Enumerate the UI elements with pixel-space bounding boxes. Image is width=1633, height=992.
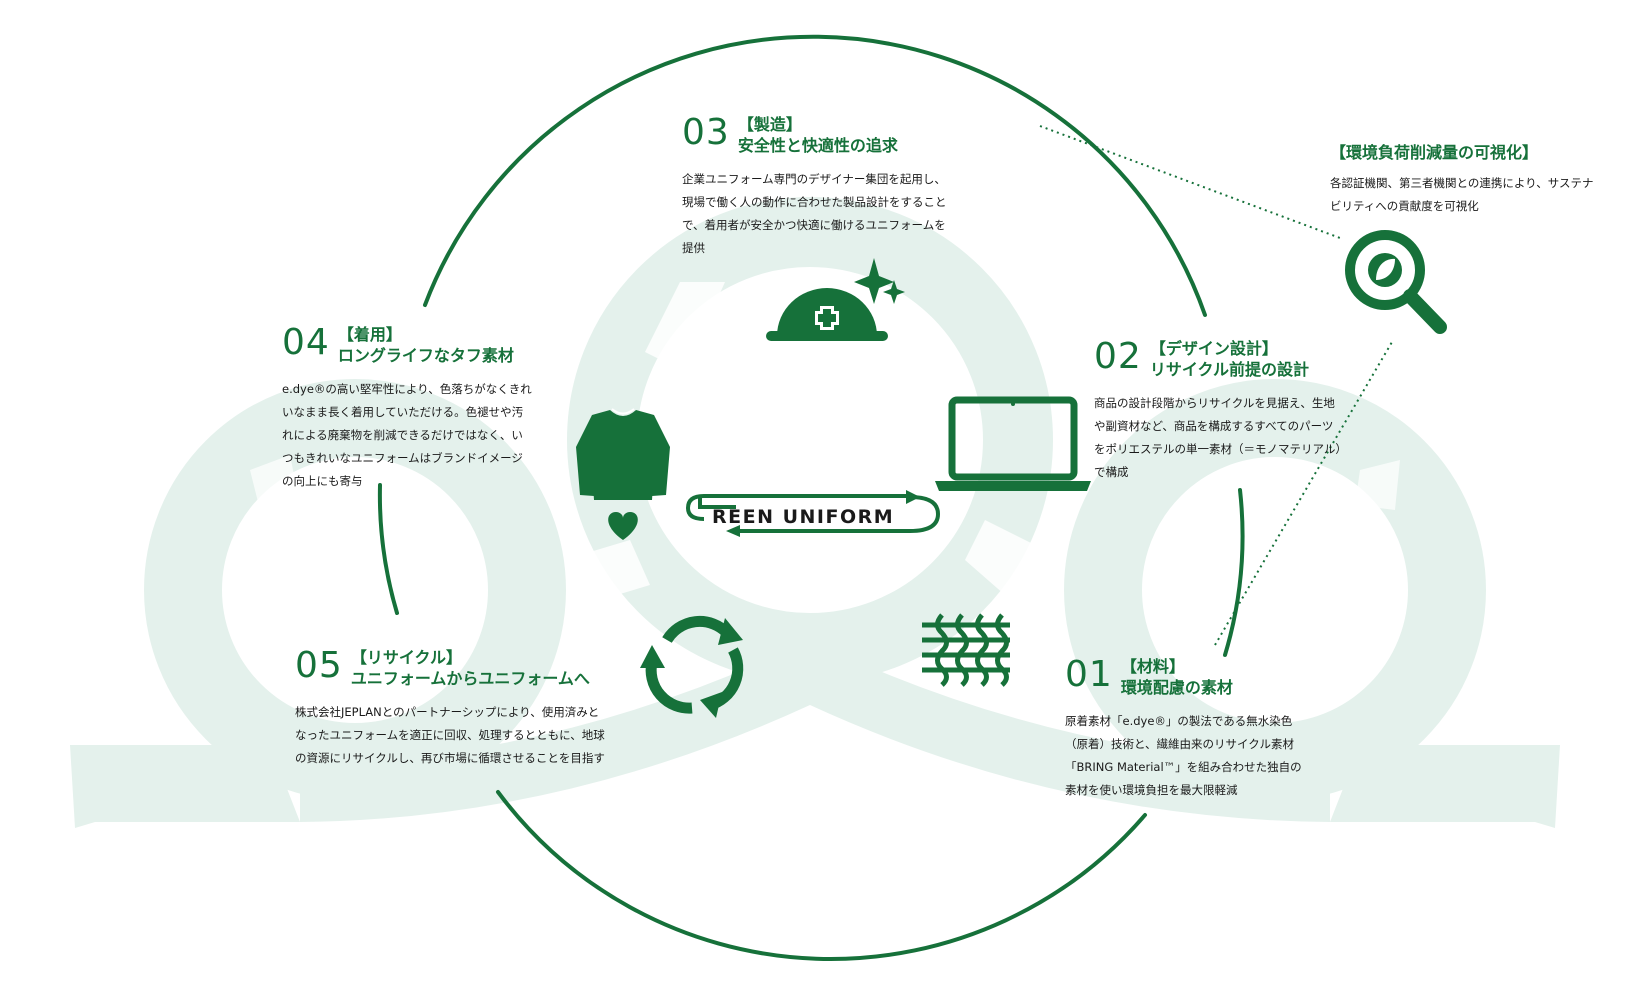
logo-text: REEN UNIFORM (712, 506, 894, 528)
visualization-block: 【環境負荷削減量の可視化】 各認証機関、第三者機関との連携により、サステナビリテ… (1330, 142, 1600, 218)
step-01-titles: 【材料】 環境配慮の素材 (1121, 655, 1233, 698)
step-02-description: 商品の設計段階からリサイクルを見据え、生地や副資材など、商品を構成するすべてのパ… (1094, 396, 1342, 479)
step-03-description: 企業ユニフォーム専門のデザイナー集団を起用し、現場で働く人の動作に合わせた製品設… (682, 172, 947, 255)
step-04-titles: 【着用】 ロングライフなタフ素材 (338, 323, 514, 366)
outer-cycle-ring (377, 34, 1245, 961)
step-03: 03 【製造】 安全性と快適性の追求 企業ユニフォーム専門のデザイナー集団を起用… (682, 113, 954, 260)
heart-icon (608, 512, 638, 540)
step-03-category: 【製造】 (737, 115, 802, 134)
step-05-head: 05 【リサイクル】 ユニフォームからユニフォームへ (295, 646, 607, 689)
step-02-titles: 【デザイン設計】 リサイクル前提の設計 (1150, 337, 1309, 380)
step-02-title: リサイクル前提の設計 (1149, 360, 1310, 379)
step-03-number: 03 (682, 112, 730, 153)
step-01-title: 環境配慮の素材 (1120, 678, 1233, 697)
step-03-titles: 【製造】 安全性と快適性の追求 (738, 113, 898, 156)
step-04: 04 【着用】 ロングライフなタフ素材 e.dye®の高い堅牢性により、色落ちが… (282, 323, 534, 493)
step-02-head: 02 【デザイン設計】 リサイクル前提の設計 (1094, 337, 1344, 380)
laptop-icon (935, 396, 1091, 491)
step-04-head: 04 【着用】 ロングライフなタフ素材 (282, 323, 534, 366)
step-01-number: 01 (1065, 654, 1113, 695)
step-02-number: 02 (1094, 336, 1142, 377)
step-03-title: 安全性と快適性の追求 (737, 136, 898, 155)
step-01: 01 【材料】 環境配慮の素材 原着素材「e.dye®」の製法である無水染色（原… (1065, 655, 1303, 802)
step-04-number: 04 (282, 322, 330, 363)
recycle-icon (640, 615, 744, 718)
hardhat-icon (766, 288, 888, 341)
step-05-number: 05 (295, 645, 343, 686)
step-04-description: e.dye®の高い堅牢性により、色落ちがなくきれいなまま長く着用していただける。… (282, 382, 532, 488)
step-05-titles: 【リサイクル】 ユニフォームからユニフォームへ (351, 646, 590, 689)
step-05-category: 【リサイクル】 (350, 648, 463, 667)
step-02-category: 【デザイン設計】 (1149, 339, 1278, 358)
step-01-description: 原着素材「e.dye®」の製法である無水染色（原着）技術と、繊維由来のリサイクル… (1065, 714, 1302, 797)
step-01-category: 【材料】 (1120, 657, 1185, 676)
step-05-description: 株式会社JEPLANとのパートナーシップにより、使用済みとなったユニフォームを適… (295, 705, 605, 765)
fabric-icon (922, 613, 1010, 687)
magnifier-leaf-icon (1345, 230, 1447, 334)
sparkle-icon (854, 258, 905, 304)
step-04-title: ロングライフなタフ素材 (337, 346, 514, 365)
visualization-description: 各認証機関、第三者機関との連携により、サステナビリティへの貢献度を可視化 (1330, 176, 1594, 213)
step-02: 02 【デザイン設計】 リサイクル前提の設計 商品の設計段階からリサイクルを見据… (1094, 337, 1344, 484)
connector-dotted-lines (1039, 125, 1393, 646)
step-04-category: 【着用】 (337, 325, 402, 344)
step-05: 05 【リサイクル】 ユニフォームからユニフォームへ 株式会社JEPLANとのパ… (295, 646, 607, 770)
shirt-icon (576, 408, 670, 500)
step-05-title: ユニフォームからユニフォームへ (350, 669, 590, 688)
step-01-head: 01 【材料】 環境配慮の素材 (1065, 655, 1303, 698)
step-03-head: 03 【製造】 安全性と快適性の追求 (682, 113, 954, 156)
visualization-title: 【環境負荷削減量の可視化】 (1330, 143, 1539, 162)
green-uniform-logo: REEN UNIFORM (685, 490, 941, 537)
